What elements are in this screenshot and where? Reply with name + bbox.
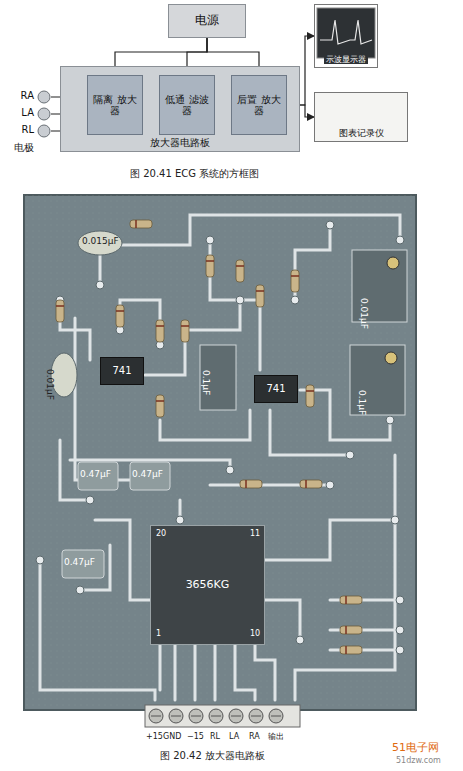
node-text: 图表记录仪	[339, 128, 384, 138]
process-box: 隔离 放大器	[87, 75, 143, 135]
capacitor-symbol	[51, 353, 77, 397]
trimmer-potentiometer	[350, 345, 405, 415]
electrode: RA	[37, 90, 51, 104]
pin-number: 10	[250, 630, 260, 639]
capacitor-symbol	[62, 550, 104, 578]
electrode-label: 电极	[14, 142, 34, 153]
op-amp-chip: 741	[100, 357, 144, 385]
terminal-screw	[149, 709, 283, 723]
capacitor-symbol	[130, 462, 170, 490]
process-box: 后置 放大器	[231, 75, 287, 135]
terminal-label: GND	[163, 733, 181, 742]
solder-pad	[36, 221, 404, 654]
terminal-label: 输出	[268, 733, 284, 742]
node-text: 电源	[195, 14, 219, 28]
capacitor-value: 0.47μF	[64, 558, 95, 568]
resistor-band	[56, 220, 346, 654]
terminal-label: RL	[210, 733, 220, 742]
amplifier-board-band: 放大器电路板 隔离 放大器 低通 滤波器 后置 放大器	[60, 66, 300, 152]
node-text: LA	[21, 107, 34, 119]
terminal-label: LA	[229, 733, 239, 742]
pin-number: 11	[250, 530, 260, 539]
electrode: LA	[37, 107, 51, 121]
node-text: 隔离 放大器	[91, 94, 139, 117]
figure-caption: 图 20.41 ECG 系统的方框图	[130, 168, 259, 179]
pin-number: 1	[156, 630, 161, 639]
figure-caption: 图 20.42 放大器电路板	[160, 750, 265, 761]
electrode: RL	[37, 124, 51, 138]
node-text: 低通 滤波器	[163, 94, 211, 117]
chart-recorder: 图表记录仪	[314, 92, 408, 142]
node-text: RA	[21, 90, 34, 102]
electrode-circle	[37, 90, 51, 104]
copper-trace	[40, 215, 400, 700]
terminal-label: +15	[146, 733, 163, 742]
op-amp-chip: 741	[254, 375, 298, 403]
electrode-circle	[37, 124, 51, 138]
capacitor-value: 0.1μF	[200, 370, 210, 395]
circuit-board	[24, 195, 416, 710]
isolation-amplifier-chip: 3656KG	[150, 525, 265, 645]
capacitor-value: 0.47μF	[132, 470, 163, 480]
monitor-screen	[317, 8, 375, 58]
capacitor-symbol	[200, 345, 236, 410]
node-text: RL	[21, 124, 34, 136]
node-text: 741	[266, 383, 285, 395]
capacitor-symbol	[78, 462, 118, 490]
process-box: 低通 滤波器	[159, 75, 215, 135]
node-text: 3656KG	[186, 579, 230, 592]
resistor-symbol	[56, 220, 362, 654]
capacitor-symbol	[78, 231, 122, 255]
watermark: 51dzw.com	[396, 757, 441, 766]
terminal-block	[145, 705, 300, 727]
terminal-label: −15	[187, 733, 204, 742]
screw-slot	[151, 716, 281, 717]
capacitor-value: 0.015μF	[82, 237, 119, 247]
capacitor-value: 0.01μF	[358, 298, 368, 329]
terminal-label: RA	[249, 733, 260, 742]
electrode-circle	[37, 107, 51, 121]
capacitor-value: 0.1μF	[356, 390, 366, 415]
watermark: 51电子网	[392, 742, 439, 754]
power-supply-box: 电源	[168, 4, 246, 38]
node-text: 示波显示器	[324, 55, 368, 64]
capacitor-value: 0.47μF	[80, 470, 111, 480]
capacitor-value: 0.01μF	[44, 369, 54, 400]
pin-number: 20	[156, 530, 166, 539]
node-text: 放大器电路板	[150, 137, 210, 149]
node-text: 后置 放大器	[235, 94, 283, 117]
oscilloscope-monitor: 示波显示器	[314, 4, 378, 68]
node-text: 741	[112, 365, 131, 377]
